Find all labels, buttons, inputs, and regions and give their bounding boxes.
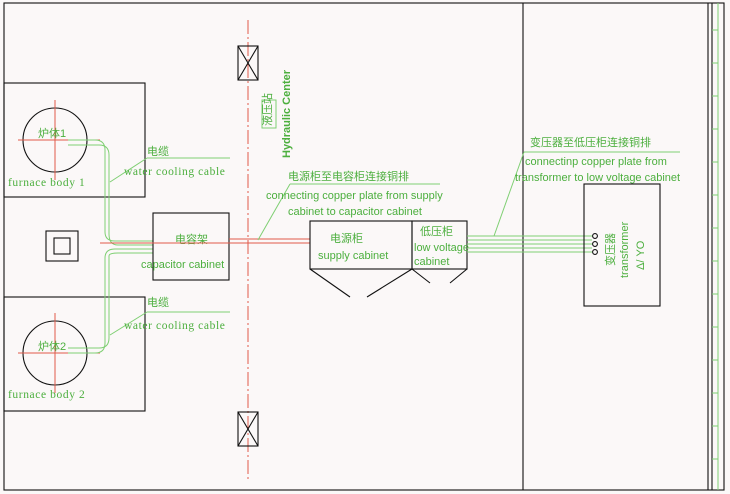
pillar-outer (45, 230, 79, 262)
pillar-inner (53, 237, 71, 255)
furnace-2-cn-label: 炉体2 (38, 339, 66, 353)
supply-cabinet-door-right (366, 268, 413, 298)
transformer-terminals (592, 233, 598, 255)
cable-2-leader (109, 311, 148, 336)
column-marker-top (237, 45, 259, 81)
copper-plate-1-en-label-1: connecting copper plate from supply (266, 190, 443, 202)
supply-cabinet-door-left (309, 268, 351, 298)
furnace-1-cn-label: 炉体1 (38, 126, 66, 140)
furnace-2-enclosure (3, 296, 146, 412)
copper-plate-2-en-label-1: connectinp copper plate from (525, 156, 667, 168)
right-wall-ticks (712, 29, 718, 460)
outer-frame (3, 2, 725, 491)
copper-plate-transformer-busbar (467, 235, 592, 253)
furnace-2-en-label: furnace body 2 (8, 389, 85, 401)
supply-cabinet-cn-label: 电源柜 (330, 231, 363, 245)
capacitor-cabinet-box (152, 212, 230, 281)
hydraulic-center-en-label: Hydraulic Center (281, 69, 293, 158)
low-voltage-cabinet-door-right (449, 268, 468, 284)
low-voltage-cabinet-en-label-2: cabinet (414, 256, 449, 268)
low-voltage-cabinet-cn-label: 低压柜 (420, 225, 453, 238)
water-cooling-cable-1 (68, 139, 153, 246)
cable-2-en-label: water cooling cable (124, 320, 225, 332)
copper-plate-2-en-label-2: transformer to low voltage cabinet (515, 172, 680, 184)
copper-plate-1-leader (257, 183, 291, 241)
cable-1-cn-label: 电缆 (147, 145, 169, 158)
copper-plate-1-en-label-2: cabinet to capacitor cabinet (288, 206, 422, 218)
supply-cabinet-en-label: supply cabinet (318, 250, 388, 262)
hydraulic-center-cn-label: 液压站 (260, 93, 274, 126)
transformer-cn-label: 变压器 (603, 233, 617, 266)
cable-1-leader (109, 157, 148, 183)
column-marker-bottom (237, 411, 259, 447)
furnace-1-en-label: furnace body 1 (8, 177, 85, 189)
cable-1-en-label: water cooling cable (124, 166, 225, 178)
transformer-en-label: transformer (619, 221, 631, 278)
transformer-connection-label: Δ/ YO (635, 240, 647, 270)
low-voltage-cabinet-en-label-1: low voltage (414, 242, 469, 254)
capacitor-cabinet-cn-label: 电容架 (175, 232, 208, 246)
copper-plate-2-cn-label: 变压器至低压柜连接铜排 (530, 135, 651, 149)
copper-plate-1-cn-label: 电源柜至电容柜连接铜排 (288, 169, 409, 183)
low-voltage-cabinet-box (411, 220, 468, 270)
capacitor-cabinet-en-label: capacitor cabinet (141, 259, 224, 271)
water-cooling-cable-2 (68, 248, 153, 354)
hydraulic-center-box (261, 99, 277, 129)
furnace-1-enclosure (3, 82, 146, 198)
low-voltage-cabinet-door-left (411, 268, 431, 284)
transformer-box (583, 183, 661, 307)
cable-2-cn-label: 电缆 (147, 296, 169, 309)
copper-plate-2-leader (493, 151, 525, 237)
